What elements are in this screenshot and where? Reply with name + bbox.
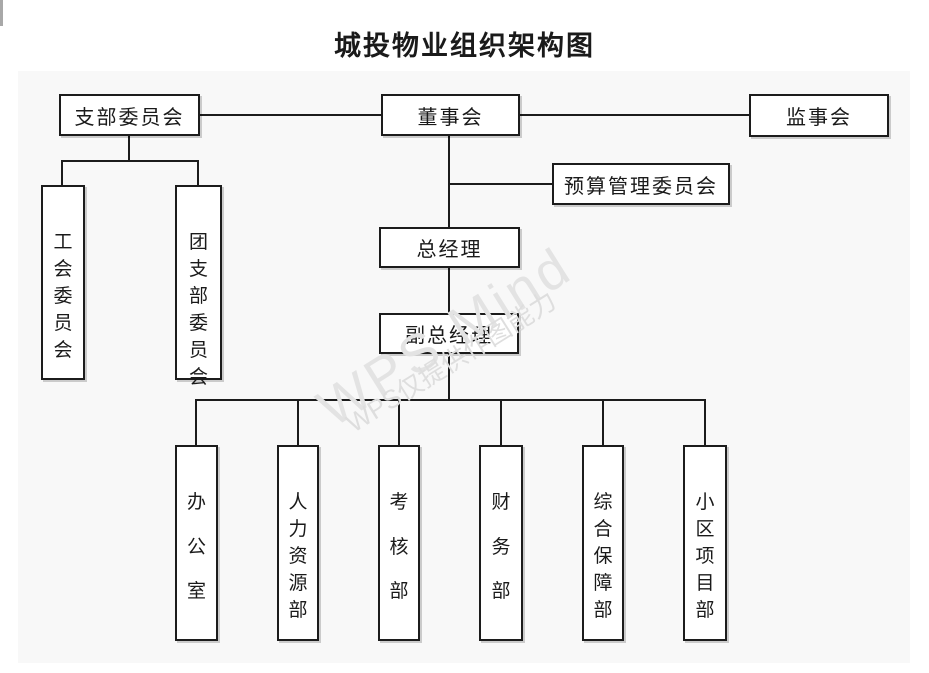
window-edge-artifact	[0, 0, 3, 26]
connector-drop-office	[195, 399, 197, 446]
connector-branch-to-board	[200, 114, 381, 116]
connector-departments-bus	[196, 399, 706, 401]
connector-drop-assessment	[398, 399, 400, 446]
node-board-of-directors[interactable]: 董事会	[381, 94, 520, 136]
node-deputy-general-manager[interactable]: 副总经理	[379, 313, 519, 354]
connector-drop-finance	[500, 399, 502, 446]
node-dept-finance[interactable]: 财务部	[479, 445, 523, 641]
connector-branch-stem	[128, 136, 130, 162]
connector-board-to-supervisory	[520, 114, 749, 116]
node-dept-assessment[interactable]: 考核部	[378, 445, 420, 641]
node-supervisory-board[interactable]: 监事会	[749, 94, 889, 137]
diagram-background-panel	[18, 71, 910, 663]
connector-board-to-gm	[448, 136, 450, 228]
node-branch-committee[interactable]: 支部委员会	[59, 94, 200, 136]
connector-drop-youth-league	[197, 160, 199, 186]
node-budget-committee[interactable]: 预算管理委员会	[552, 163, 730, 205]
connector-drop-support	[602, 399, 604, 446]
connector-deputy-stem	[448, 354, 450, 401]
connector-drop-community	[704, 399, 706, 446]
node-dept-comprehensive-support[interactable]: 综合保障部	[582, 445, 624, 641]
node-youth-league-branch-committee[interactable]: 团支部委员会	[175, 185, 222, 388]
node-dept-human-resources[interactable]: 人力资源部	[277, 445, 319, 641]
connector-gm-to-deputy	[448, 268, 450, 314]
connector-branch-children-bus	[61, 160, 199, 162]
chart-title: 城投物业组织架构图	[334, 31, 595, 61]
connector-drop-union	[61, 160, 63, 186]
node-dept-office[interactable]: 办公室	[175, 445, 218, 641]
connector-drop-hr	[297, 399, 299, 446]
node-dept-community-project[interactable]: 小区项目部	[683, 445, 727, 641]
connector-to-budget-committee	[449, 183, 553, 185]
node-union-committee[interactable]: 工会委员会	[41, 185, 85, 380]
node-general-manager[interactable]: 总经理	[379, 227, 520, 268]
